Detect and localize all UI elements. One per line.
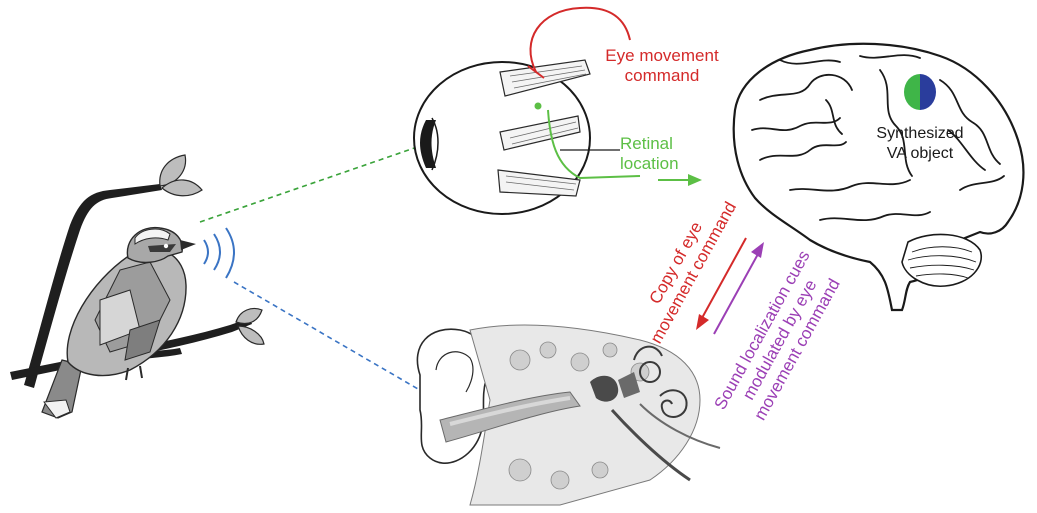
- ear-icon: [417, 325, 720, 505]
- eye-command-line2: command: [592, 66, 732, 86]
- synth-line2: VA object: [860, 144, 980, 164]
- bird-beak: [180, 240, 196, 250]
- retinal-line1: Retinal: [620, 134, 700, 154]
- synthesized-object-label: Synthesized VA object: [860, 124, 980, 164]
- sound-wave-icon: [204, 228, 234, 278]
- eye-movement-command-label: Eye movement command: [592, 46, 732, 86]
- retinal-line2: location: [620, 154, 700, 174]
- synth-line1: Synthesized: [860, 124, 980, 144]
- brain-icon: [734, 44, 1024, 310]
- retinal-location-label: Retinal location: [620, 134, 700, 174]
- retinal-arrow: [658, 174, 702, 186]
- eye-command-line1: Eye movement: [592, 46, 732, 66]
- bird-icon: [10, 155, 264, 418]
